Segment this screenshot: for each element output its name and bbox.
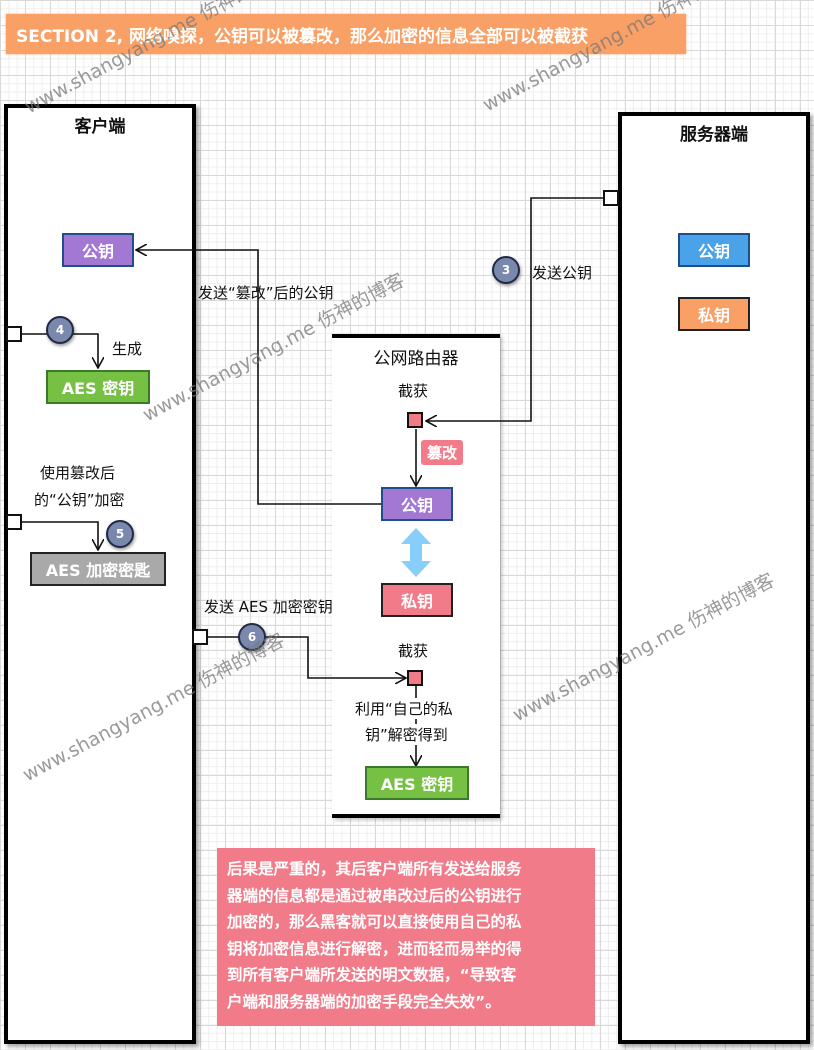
send-tampered-key-label: 发送“篡改”后的公钥	[198, 284, 334, 302]
router-private-key: 私钥	[381, 583, 453, 617]
client-port-step4	[6, 326, 22, 342]
note-line: 户端和服务器端的加密手段完全失效”。	[227, 992, 501, 1011]
client-aes-encrypted-key-label: AES 加密密匙	[45, 561, 151, 580]
double-arrow-icon	[401, 528, 431, 577]
server-private-key: 私钥	[678, 297, 750, 331]
step-6-number: 6	[247, 630, 257, 644]
router-aes-key: AES 密钥	[365, 766, 469, 800]
step-3-number: 3	[501, 263, 511, 277]
tamper-tag: 篡改	[421, 440, 464, 465]
router-intercept-label-1: 截获	[398, 382, 429, 400]
step-3-badge: 3	[492, 256, 520, 284]
section-banner: SECTION 2, 网络嗅探，公钥可以被篡改，那么加密的信息全部可以被截获	[6, 14, 686, 54]
arrow-encrypt-aes	[22, 521, 98, 550]
client-port-step5	[6, 514, 22, 530]
server-public-key: 公钥	[678, 233, 750, 267]
client-public-key-label: 公钥	[81, 242, 114, 261]
note-line: 后果是严重的，其后客户端所有发送给服务	[227, 860, 522, 878]
send-aes-label: 发送 AES 加密密钥	[204, 598, 333, 616]
router-public-key-label: 公钥	[400, 496, 433, 515]
note-line: 钥将加密信息进行解密，进而轻而易举的得	[227, 939, 522, 958]
decrypt-label-line1: 利用“自己的私	[355, 698, 453, 719]
server-port-step3	[603, 190, 619, 206]
client-aes-key: AES 密钥	[46, 370, 150, 404]
client-public-key: 公钥	[62, 233, 134, 267]
consequence-note: 后果是严重的，其后客户端所有发送给服务 器端的信息都是通过被串改过后的公钥进行 …	[217, 848, 595, 1026]
encrypt-label-line2: 的“公钥”加密	[34, 491, 125, 509]
router-public-key: 公钥	[381, 487, 453, 521]
generate-label: 生成	[112, 340, 143, 358]
step-5-number: 5	[115, 527, 125, 541]
arrow-send-public-key	[426, 197, 604, 421]
client-aes-encrypted-key: AES 加密密匙	[30, 552, 166, 586]
step-6-badge: 6	[238, 623, 266, 651]
server-panel: 服务器端	[618, 112, 810, 1044]
arrow-send-tampered-key	[136, 250, 382, 505]
send-public-key-label: 发送公钥	[532, 264, 593, 282]
router-intercept-point-1	[407, 412, 423, 428]
router-intercept-point-2	[407, 670, 423, 686]
step-4-badge: 4	[46, 316, 74, 344]
router-aes-key-label: AES 密钥	[380, 775, 454, 794]
step-4-number: 4	[55, 323, 65, 337]
decrypt-label-line2: 钥”解密得到	[365, 724, 448, 745]
note-line: 到所有客户端所发送的明文数据，“导致客	[227, 966, 517, 984]
client-title: 客户端	[74, 117, 126, 137]
router-private-key-label: 私钥	[400, 592, 433, 611]
router-intercept-label-2: 截获	[398, 642, 429, 660]
note-line: 器端的信息都是通过被串改过后的公钥进行	[227, 886, 522, 905]
server-title: 服务器端	[680, 125, 748, 145]
server-public-key-label: 公钥	[697, 242, 730, 261]
encrypt-label-line1: 使用篡改后	[40, 464, 116, 482]
note-line: 加密的，那么黑客就可以直接使用自己的私	[227, 913, 522, 931]
client-port-step6	[192, 629, 208, 645]
step-5-badge: 5	[106, 520, 134, 548]
server-private-key-label: 私钥	[697, 306, 730, 325]
router-title: 公网路由器	[373, 349, 459, 369]
client-aes-key-label: AES 密钥	[61, 379, 135, 398]
banner-title: SECTION 2, 网络嗅探，公钥可以被篡改，那么加密的信息全部可以被截获	[16, 26, 589, 47]
